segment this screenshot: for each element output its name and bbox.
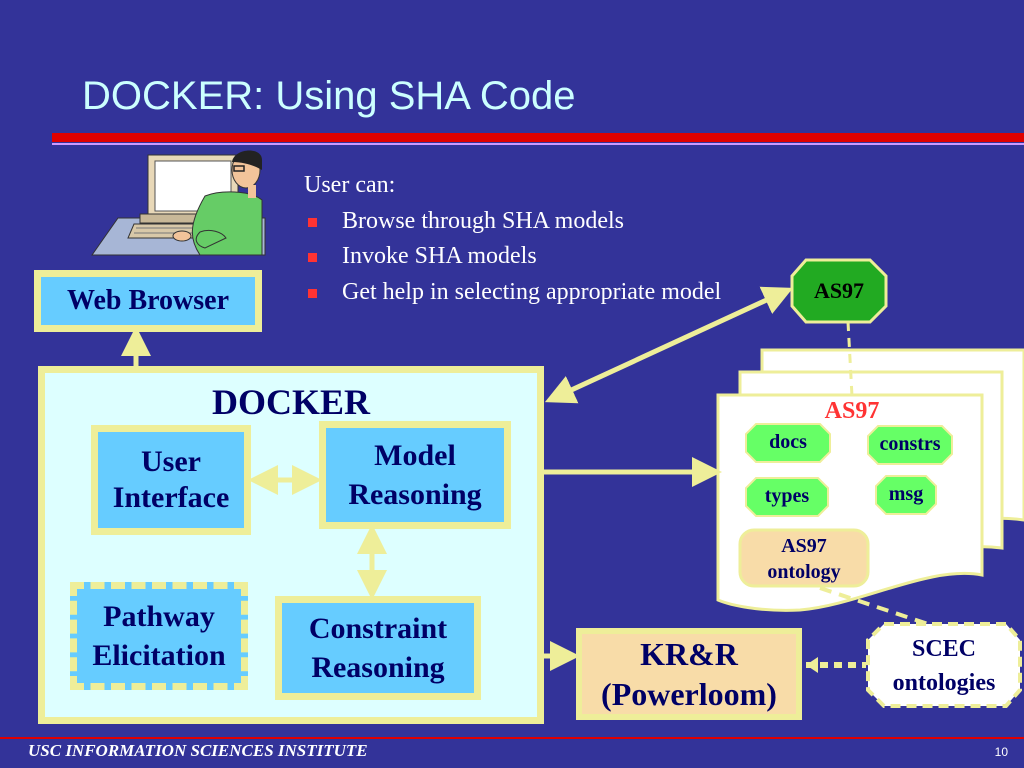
- as97-tag-label: AS97: [814, 278, 864, 303]
- constraint-line1: Constraint: [308, 612, 448, 645]
- pathway-line2: Elicitation: [92, 639, 226, 672]
- user-interface-line2: Interface: [112, 481, 230, 514]
- as97-ontology-box: [738, 528, 870, 588]
- chip-constrs-label: constrs: [879, 433, 940, 455]
- chip-msg-label: msg: [889, 483, 923, 505]
- chip-msg: [875, 475, 937, 515]
- chip-types: [745, 477, 829, 517]
- bullet-intro: User can:: [304, 172, 396, 198]
- model-reasoning-line1: Model: [374, 439, 456, 472]
- constraint-line2: Reasoning: [311, 651, 445, 684]
- title-underline-red: [52, 133, 1024, 142]
- web-browser-box: Web Browser: [34, 270, 262, 332]
- tag-link-dashed: [846, 321, 854, 397]
- docker-label: DOCKER: [211, 382, 370, 422]
- web-browser-label: Web Browser: [66, 285, 230, 316]
- model-reasoning-line2: Reasoning: [348, 478, 482, 511]
- as97-ontology-line2: ontology: [767, 561, 840, 583]
- footer-institute: USC INFORMATION SCIENCES INSTITUTE: [28, 741, 368, 760]
- scec-ontologies-box: [866, 622, 1022, 708]
- bullet-list-panel: User can: Browse through SHA models Invo…: [304, 168, 722, 312]
- page-number: 10: [994, 745, 1008, 759]
- user-interface-line1: User: [141, 445, 201, 478]
- pathway-line1: Pathway: [103, 600, 215, 633]
- title-underline-thin: [52, 143, 1024, 145]
- arrow-docker-as97: [544, 286, 794, 404]
- bullet-item: Browse through SHA models: [304, 205, 722, 239]
- pathway-elicitation-box: Pathway Elicitation: [70, 582, 248, 690]
- scec-line2: ontologies: [893, 670, 996, 696]
- as97-tag: [790, 258, 888, 324]
- chip-docs: [745, 423, 831, 463]
- chip-docs-label: docs: [769, 431, 807, 453]
- as97-doc-title: AS97: [825, 398, 880, 424]
- chip-constrs: [867, 425, 953, 465]
- ontology-link-dashed: [819, 586, 941, 630]
- as97-ontology-line1: AS97: [781, 535, 827, 557]
- model-reasoning-box: Model Reasoning: [319, 421, 511, 529]
- krr-line2: (Powerloom): [601, 676, 777, 712]
- krr-line1: KR&R: [640, 636, 738, 672]
- krr-scec-arrowhead: [806, 657, 818, 673]
- chip-types-label: types: [765, 485, 810, 507]
- bullet-item: Invoke SHA models: [304, 240, 722, 274]
- krr-powerloom-box: KR&R (Powerloom): [576, 628, 802, 720]
- footer-divider: [0, 737, 1024, 739]
- user-interface-box: User Interface: [91, 425, 251, 535]
- slide-title: DOCKER: Using SHA Code: [82, 74, 576, 118]
- scec-line1: SCEC: [912, 636, 976, 662]
